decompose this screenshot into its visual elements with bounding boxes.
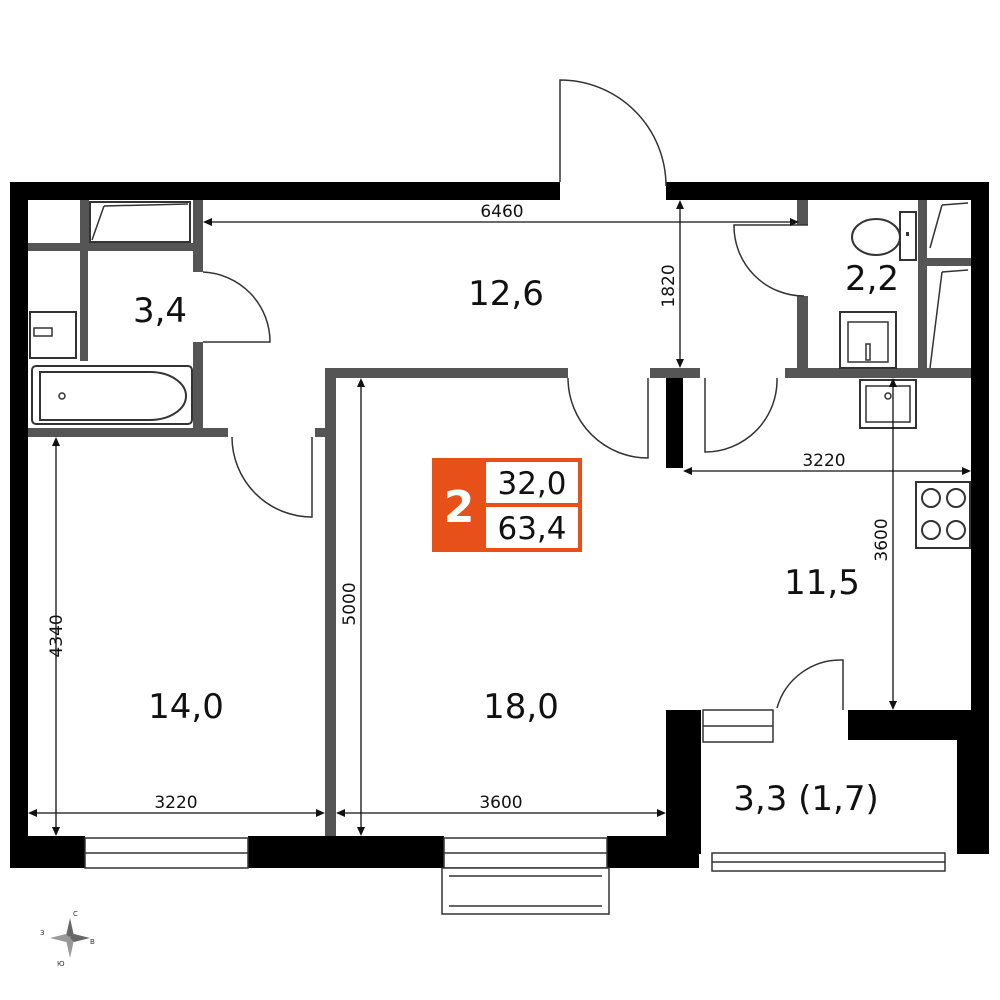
compass-north: С (73, 910, 78, 918)
compass-east: В (90, 938, 95, 946)
room-area-kitchen: 11,5 (784, 563, 860, 603)
badge-rooms-count: 2 (444, 482, 475, 533)
dim-living-depth: 5000 (340, 582, 360, 625)
fixtures (29, 201, 971, 549)
room-area-hall: 12,6 (468, 274, 544, 314)
doors (202, 79, 844, 710)
balcony-door-frame (441, 867, 610, 915)
bedroom-door (231, 436, 313, 518)
dim-kitchen-width: 3220 (802, 451, 845, 471)
room-area-bathroom: 3,4 (133, 291, 187, 331)
room-area-balcony: 3,3 (1,7) (733, 779, 878, 819)
compass-west: З (40, 929, 45, 937)
dim-bedroom-depth: 4340 (47, 614, 67, 657)
washing-machine (29, 311, 77, 359)
toilet-door (733, 224, 808, 297)
bathroom-door (202, 271, 271, 343)
stove-icon (915, 481, 971, 549)
room-area-living: 18,0 (483, 687, 559, 727)
dim-living-width: 3600 (479, 793, 522, 813)
outer-walls (10, 182, 989, 868)
compass-icon: С З В Ю (40, 910, 95, 968)
room-area-bedroom: 14,0 (148, 687, 224, 727)
apartment-badge: 2 32,0 63,4 (432, 458, 582, 552)
entrance-door (559, 79, 667, 187)
windows (84, 709, 946, 915)
toilet-bowl (851, 211, 917, 261)
partitions (28, 200, 971, 836)
dim-hall-width: 6460 (480, 202, 523, 222)
bathtub (31, 365, 193, 425)
compass-south: Ю (57, 960, 65, 968)
toilet-sink (839, 311, 897, 369)
room-area-toilet: 2,2 (845, 259, 899, 299)
badge-total-area: 63,4 (497, 511, 566, 547)
dim-hall-depth: 1820 (659, 264, 679, 307)
living-door (567, 377, 649, 459)
wardrobe (89, 201, 191, 243)
badge-living-area: 32,0 (497, 466, 566, 502)
dim-bedroom-width: 3220 (154, 793, 197, 813)
dim-kitchen-depth: 3600 (872, 518, 892, 561)
dimension-lines (28, 200, 971, 836)
kitchen-sink (859, 379, 917, 429)
kitchen-door (704, 377, 778, 453)
balcony-door (776, 659, 844, 710)
